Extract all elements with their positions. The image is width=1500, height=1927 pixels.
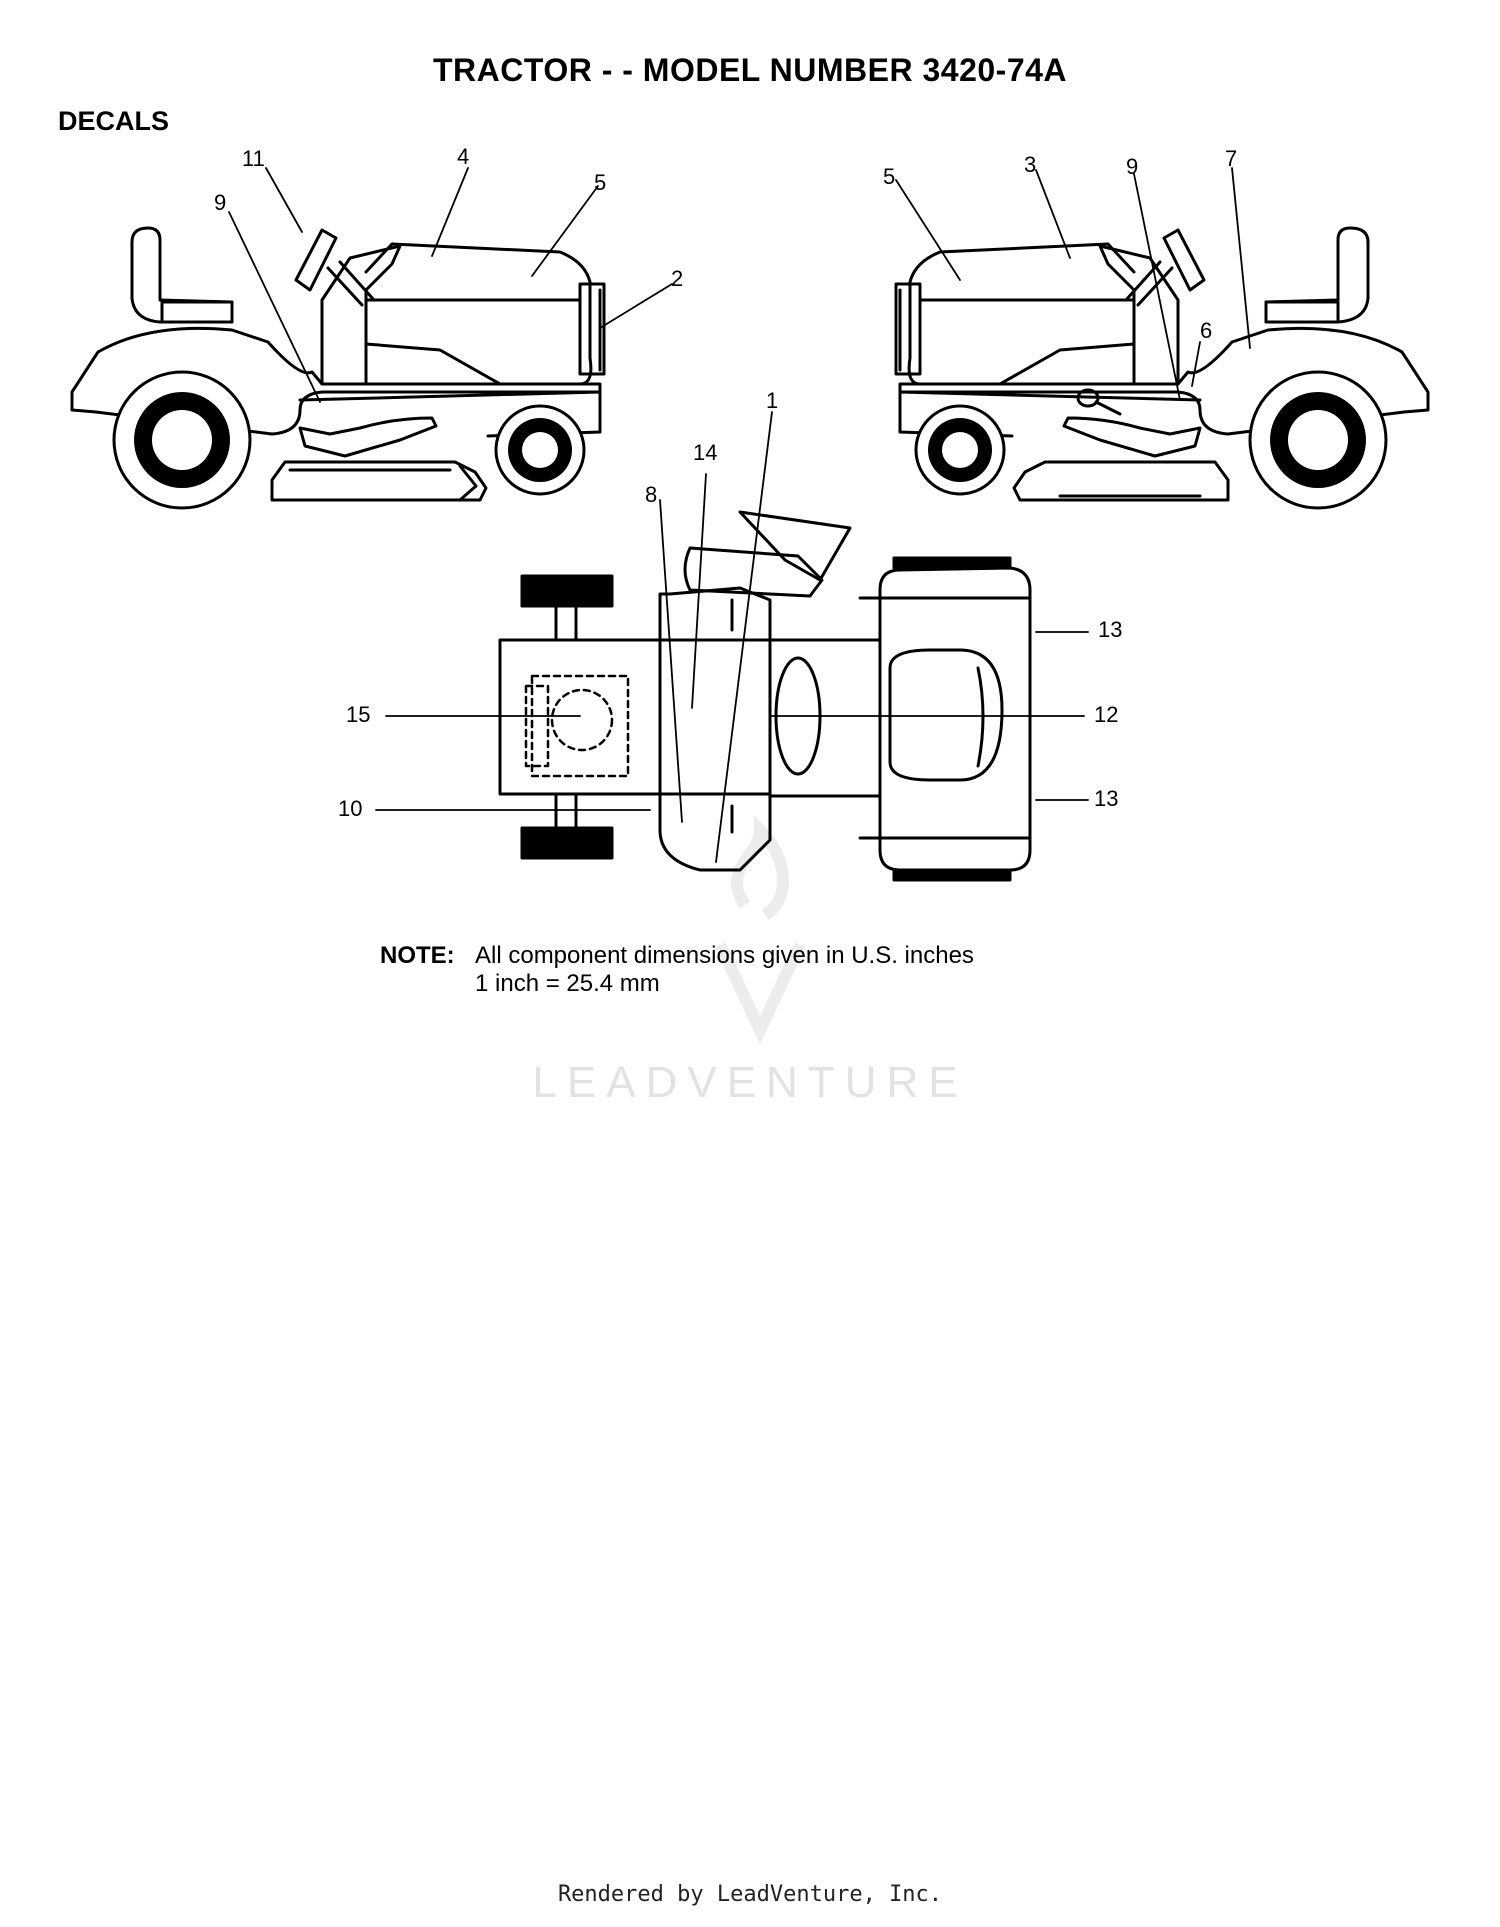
- page-title: TRACTOR - - MODEL NUMBER 3420-74A: [432, 52, 1068, 88]
- tractor-top-view: [498, 510, 1032, 882]
- callout-5-right: 5: [883, 164, 895, 189]
- callout-5-left: 5: [594, 170, 606, 195]
- callout-2: 2: [671, 266, 683, 291]
- tractor-left-view: [70, 226, 606, 510]
- callout-14: 14: [693, 440, 717, 465]
- callout-9-left: 9: [214, 190, 226, 215]
- callout-9-right: 9: [1126, 154, 1138, 179]
- tractor-right-view: [894, 226, 1430, 510]
- callout-11: 11: [242, 146, 265, 171]
- callout-13-bottom: 13: [1094, 786, 1118, 811]
- callout-6: 6: [1200, 318, 1212, 343]
- callout-1: 1: [766, 388, 778, 413]
- section-heading: DECALS: [58, 106, 170, 136]
- callout-13-top: 13: [1098, 617, 1122, 642]
- callout-10: 10: [338, 796, 362, 821]
- decals-diagram: 11 9 4 5 2 5 3 9 7 6 1 14 8 13 12 13 15 …: [70, 144, 1430, 882]
- leader-lines: [228, 167, 1251, 863]
- note-line-2: 1 inch = 25.4 mm: [475, 970, 660, 997]
- callout-7: 7: [1225, 146, 1237, 171]
- note-line-1: All component dimensions given in U.S. i…: [475, 942, 974, 969]
- callout-15: 15: [346, 702, 370, 727]
- footer-credit: Rendered by LeadVenture, Inc.: [557, 1882, 943, 1907]
- note-label: NOTE:: [380, 942, 455, 969]
- callout-12: 12: [1094, 702, 1118, 727]
- callout-3: 3: [1024, 152, 1036, 177]
- callout-8: 8: [645, 482, 657, 507]
- watermark-text: LEADVENTURE: [532, 1058, 968, 1107]
- callout-4: 4: [457, 144, 469, 169]
